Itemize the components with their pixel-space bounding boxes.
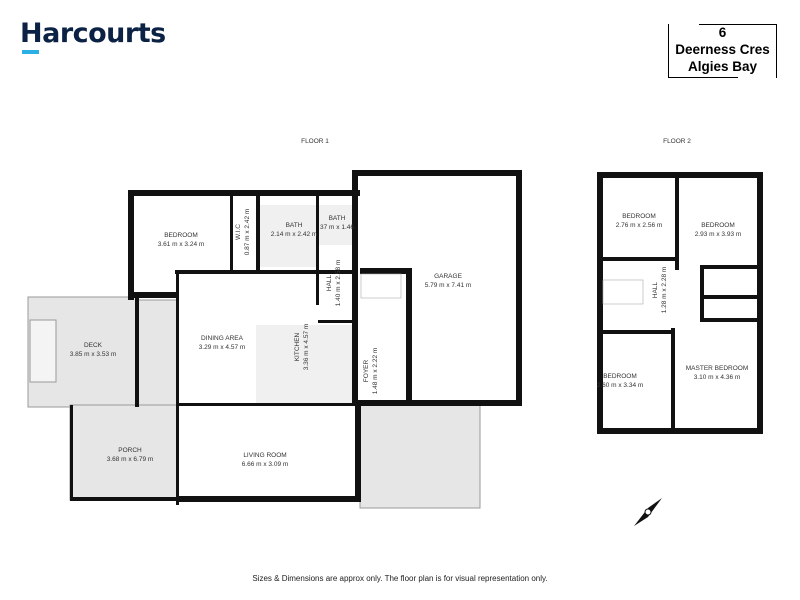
patio-area: [359, 402, 481, 509]
garage-stairs: [360, 273, 402, 299]
brand-logo: Harcourts: [20, 18, 166, 49]
floor1-walls: [70, 170, 522, 505]
deck-stairs: [29, 319, 57, 383]
address-suburb: Algies Bay: [687, 59, 758, 74]
compass-icon: [634, 498, 662, 526]
disclaimer: Sizes & Dimensions are approx only. The …: [252, 574, 548, 583]
floor2-walls: [597, 172, 763, 434]
address-box: 6 Deerness Cres Algies Bay: [668, 24, 777, 78]
outdoor-areas: [27, 296, 481, 509]
address-street: Deerness Cres: [675, 42, 770, 57]
porch-area: [69, 404, 179, 501]
floor2-title: FLOOR 2: [663, 138, 691, 145]
floor1-title: FLOOR 1: [301, 138, 329, 145]
brand-logo-accent: [22, 50, 39, 54]
indoor-fills: [256, 205, 354, 403]
address-number: 6: [718, 25, 727, 40]
floor2-stairs: [602, 279, 644, 305]
porch-upper-area: [135, 299, 179, 406]
